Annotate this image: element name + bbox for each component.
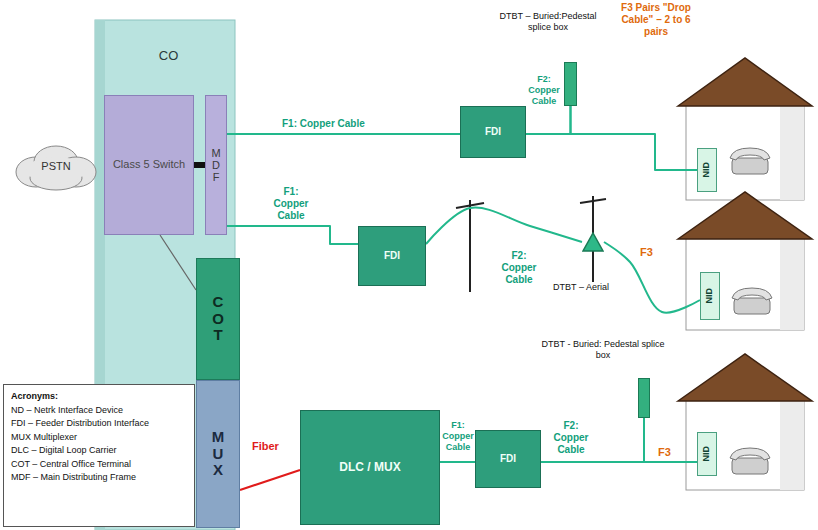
- network-interface-device: NID: [697, 148, 717, 192]
- central-office-terminal: COT: [196, 258, 240, 380]
- node-label: FDI: [485, 126, 501, 139]
- feeder-distribution-interface: FDI: [358, 226, 426, 286]
- callout-label: DTBT – Buried:Pedestal splice box: [489, 11, 607, 34]
- digital-loop-carrier: DLC / MUX: [300, 410, 440, 525]
- drop-cable: [604, 242, 700, 313]
- feeder-cable: [227, 133, 460, 135]
- node-label: FDI: [500, 453, 516, 466]
- cable-label: F1: Copper Cable: [441, 420, 475, 452]
- acronym-entry: ND – Netrk Interface Device: [11, 404, 123, 418]
- telephone-handset: [730, 148, 770, 160]
- pstn-cloud: PSTN: [14, 142, 98, 192]
- aerial-terminal: DTBT – Aerial: [582, 232, 604, 252]
- cable-label: F3: [640, 246, 660, 259]
- telephone-base: [734, 298, 770, 314]
- cable-label: F2: Copper Cable: [526, 74, 562, 106]
- acronym-entry: COT – Central Office Terminal: [11, 458, 131, 472]
- cable-label: Fiber: [252, 440, 292, 453]
- house-shade: [780, 238, 804, 330]
- telephone-handset: [730, 448, 770, 460]
- house: [678, 58, 812, 200]
- node-label: MUX: [211, 429, 226, 479]
- pedestal-splice-box: DTBT – Buried:Pedestal splice box: [564, 62, 577, 106]
- telephone-handset: [732, 288, 772, 300]
- telephone-pole: [580, 196, 606, 292]
- node-label: Class 5 Switch: [113, 158, 185, 172]
- network-interface-device: NID: [700, 272, 720, 320]
- cable-label: F2: Copper Cable: [496, 250, 542, 286]
- node-label: PSTN: [41, 160, 70, 174]
- telephone-pole: [456, 200, 484, 292]
- main-distributing-frame: MDF: [205, 95, 227, 235]
- acronym-entry: FDI – Feeder Distribution Interface: [11, 417, 149, 431]
- node-label: NID: [701, 162, 712, 178]
- house: [678, 354, 812, 490]
- node-label: FDI: [384, 250, 400, 263]
- drop-cable: [644, 418, 697, 462]
- acronym-panel: Acronyms:ND – Netrk Interface DeviceFDI …: [3, 384, 195, 527]
- node-label: MDF: [211, 147, 222, 183]
- switch-link: [160, 235, 196, 290]
- pole: [469, 200, 471, 292]
- house-shade: [780, 105, 804, 200]
- network-interface-device: NID: [697, 432, 717, 476]
- telephone-base: [732, 158, 768, 174]
- telephone-base: [732, 458, 768, 474]
- house-roof: [678, 192, 812, 239]
- feeder-distribution-interface: FDI: [475, 430, 541, 488]
- pedestal-splice-box: DTBT - Buried: Pedestal splice box: [638, 378, 650, 418]
- acronym-entry: MDF – Main Distributing Frame: [11, 471, 136, 485]
- cable-label: F2: Copper Cable: [548, 420, 594, 456]
- aerial-terminal-shape: [583, 233, 603, 251]
- legend-heading: Acronyms:: [11, 390, 58, 404]
- multiplexer: MUX: [196, 380, 240, 528]
- house-wall: [686, 238, 804, 330]
- node-label: COT: [211, 294, 226, 344]
- crossbar: [580, 199, 606, 203]
- cross-connect: [194, 162, 205, 168]
- feeder-cable: [440, 461, 475, 463]
- acronym-entry: MUX Multiplexer: [11, 431, 77, 445]
- node-label: NID: [701, 446, 712, 462]
- callout-label: DTBT – Aerial: [545, 282, 617, 293]
- cloud-fill: [26, 157, 86, 183]
- acronym-entry: DLC – Digital Loop Carrier: [11, 444, 117, 458]
- class5-switch: Class 5 Switch: [104, 95, 194, 235]
- cable-label: F1: Copper Cable: [282, 118, 402, 130]
- node-label: DLC / MUX: [339, 460, 400, 475]
- feeder-cable: [227, 226, 358, 244]
- distribution-cable: [541, 418, 644, 462]
- node-label: NID: [704, 288, 715, 304]
- house-roof: [678, 58, 812, 106]
- house-wall: [686, 105, 804, 200]
- cable-label: F1: Copper Cable: [266, 186, 316, 222]
- house-roof: [678, 354, 812, 401]
- aerial-cable: [426, 207, 582, 244]
- callout-label: DTBT - Buried: Pedestal splice box: [539, 339, 667, 362]
- fiber-link: [240, 470, 300, 490]
- house-shade: [780, 400, 804, 490]
- node-label: CO: [159, 48, 179, 64]
- triangle-outline: [582, 232, 604, 252]
- cable-label: F3 Pairs "Drop Cable" – 2 to 6 pairs: [610, 2, 702, 38]
- cable-label: F3: [658, 446, 680, 459]
- feeder-distribution-interface: FDI: [460, 106, 526, 158]
- house-wall: [686, 400, 804, 490]
- distribution-cable: [526, 106, 571, 134]
- drop-cable: [571, 106, 698, 170]
- house: [678, 192, 812, 330]
